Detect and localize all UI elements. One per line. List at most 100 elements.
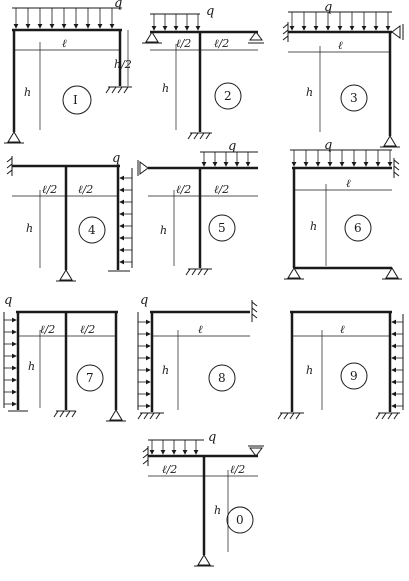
roller-support-right (391, 24, 404, 40)
frame-members (148, 454, 258, 555)
half-span-right-label: ℓ/2 (230, 463, 245, 476)
dimension-lines (294, 184, 392, 266)
dimension-lines (148, 470, 258, 552)
distributed-load (12, 7, 122, 29)
frame-members (16, 310, 118, 410)
scheme-number-circle (78, 216, 106, 244)
fixed-support (105, 86, 132, 94)
scheme-number: I (73, 93, 78, 107)
frame-members (12, 28, 122, 132)
half-span-left-label: ℓ/2 (176, 183, 191, 196)
scheme-number: 4 (88, 223, 96, 237)
fixed-support-bottom (187, 132, 212, 140)
load-label: q (206, 4, 214, 19)
distributed-load (290, 149, 393, 167)
scheme-0: q ℓ/2 ℓ/2 h 0 (142, 430, 264, 567)
fixed-support-bottom (137, 412, 164, 420)
scheme-3: q ℓ h 3 (282, 0, 404, 148)
half-span-right-label: ℓ/2 (80, 323, 95, 336)
scheme-number-circle (344, 214, 372, 242)
frame-members (288, 30, 392, 136)
distributed-load-horizontal (391, 314, 404, 410)
pin-support-left (142, 31, 162, 44)
span-label: ℓ (198, 323, 203, 336)
span-label: ℓ (340, 323, 345, 336)
fixed-support-middle (53, 410, 77, 418)
scheme-6: q ℓ h 6 (284, 138, 402, 280)
scheme-number-circle (208, 214, 236, 242)
scheme-number: 7 (86, 371, 94, 385)
distributed-load-horizontal (137, 312, 151, 410)
scheme-number-circle (340, 84, 368, 112)
fixed-support-right (393, 158, 400, 178)
dimension-lines (150, 44, 258, 130)
pin-support-bottom (380, 135, 400, 148)
frame-members (150, 310, 250, 412)
scheme-number: 9 (350, 369, 358, 383)
scheme-number: 2 (224, 89, 232, 103)
scheme-7: q ℓ/2 ℓ/2 h 7 (3, 293, 126, 422)
span-label: ℓ (346, 177, 351, 190)
pin-support-right (106, 409, 126, 422)
half-span-left-label: ℓ/2 (42, 183, 57, 196)
height-label: h (310, 220, 317, 233)
half-span-right-label: ℓ/2 (214, 183, 229, 196)
height-label: h (162, 82, 169, 95)
frame-members (12, 164, 120, 270)
pin-support-bottom (194, 554, 214, 567)
frame-members (292, 166, 392, 270)
load-label: q (114, 0, 122, 11)
dimension-lines (288, 46, 390, 132)
fixed-support-bottom (185, 268, 212, 276)
height-label: h (214, 504, 221, 517)
height-label: h (24, 86, 31, 99)
scheme-8: q ℓ h 8 (137, 293, 258, 420)
fixed-support-left (282, 22, 289, 42)
dimension-lines (14, 30, 129, 130)
half-span-left-label: ℓ/2 (40, 323, 55, 336)
half-span-right-label: ℓ/2 (214, 37, 229, 50)
load-label: q (4, 293, 12, 308)
dimension-lines (18, 330, 116, 408)
scheme-9: ℓ h 9 (277, 310, 404, 420)
load-label: q (208, 430, 216, 445)
scheme-number-circle (62, 85, 92, 115)
scheme-number: 0 (236, 513, 244, 527)
height-label: h (28, 360, 35, 373)
pin-support-right (382, 267, 402, 280)
dimension-lines (12, 190, 118, 268)
fixed-support-left (6, 156, 13, 176)
pin-support-bottom (56, 269, 76, 282)
scheme-number-circle (214, 82, 242, 110)
distributed-load (200, 151, 258, 167)
frame-members (290, 310, 392, 412)
scheme-4: q ℓ/2 ℓ/2 h 4 (6, 151, 133, 282)
height-label: h (162, 364, 169, 377)
pin-support-left (284, 267, 304, 280)
half-span-right-label: ℓ/2 (78, 183, 93, 196)
half-height-label: h/2 (114, 58, 132, 71)
height-label: h (306, 86, 313, 99)
distributed-load-horizontal (119, 168, 133, 268)
distributed-load-horizontal (3, 312, 17, 408)
frame-members (148, 166, 258, 268)
load-label: q (228, 139, 236, 154)
scheme-number-circle (340, 362, 368, 390)
scheme-number: 6 (354, 221, 362, 235)
load-label: q (324, 138, 332, 153)
half-span-left-label: ℓ/2 (176, 37, 191, 50)
load-label: q (112, 151, 120, 166)
fixed-support-left (142, 446, 149, 466)
fixed-support-right (375, 412, 400, 420)
dimension-lines (148, 190, 258, 266)
height-label: h (306, 364, 313, 377)
scheme-5: q ℓ/2 ℓ/2 h 5 (137, 139, 258, 276)
scheme-number: 3 (350, 91, 358, 105)
height-label: h (26, 222, 33, 235)
scheme-2: q ℓ/2 ℓ/2 h 2 (142, 4, 264, 140)
distributed-load (288, 11, 392, 31)
scheme-1: q ℓ h h/2 I (4, 0, 132, 144)
frame-members (150, 30, 258, 132)
distributed-load (148, 439, 204, 455)
half-span-left-label: ℓ/2 (162, 463, 177, 476)
